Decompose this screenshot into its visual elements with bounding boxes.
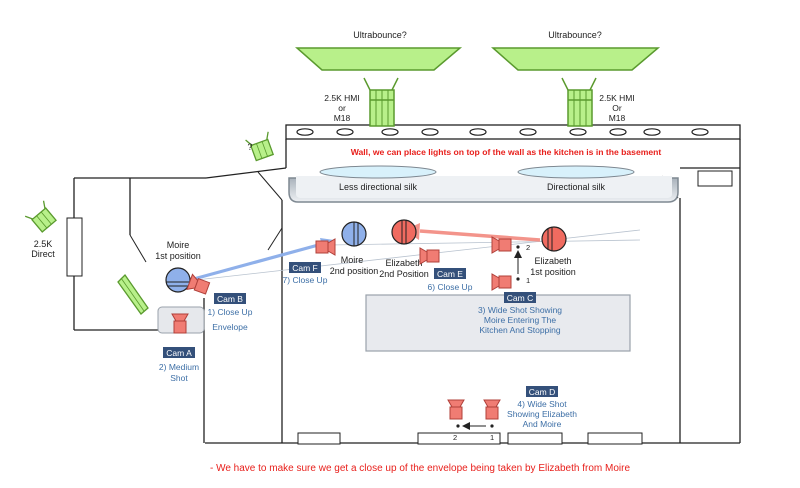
wall-rig-points xyxy=(296,128,709,136)
elizabeth-2nd-position xyxy=(391,219,417,245)
hmi-left-fixture xyxy=(363,77,399,127)
svg-text:Cam D: Cam D xyxy=(529,387,555,397)
silk-label-right: Directional silk xyxy=(547,182,606,192)
hmi-right-fixture xyxy=(561,77,597,127)
cam-c-desc-1: 3) Wide Shot Showing xyxy=(478,305,562,315)
reflector-board xyxy=(117,273,149,315)
wall-blocks xyxy=(66,170,733,445)
cam-b-desc-1: 1) Close Up xyxy=(208,307,253,317)
cam-d-desc-3: And Moire xyxy=(523,419,562,429)
cam-e-desc-1: 6) Close Up xyxy=(428,282,473,292)
hmi-left-label-1: 2.5K HMI xyxy=(324,93,359,103)
walls xyxy=(73,124,741,444)
moire-1st-position xyxy=(165,267,191,293)
cam-a-tag: Cam A xyxy=(163,347,195,358)
ultrabounce-right-label: Ultrabounce? xyxy=(548,30,602,40)
cam-c-mark-1: 1 xyxy=(526,276,530,285)
cam-f-desc-1: 7) Close Up xyxy=(283,275,328,285)
cam-a-desc-2: Shot xyxy=(170,373,188,383)
cam-c-desc-2: Moire Entering The xyxy=(484,315,556,325)
cam-c-1-icon[interactable] xyxy=(491,273,512,291)
ultrabounce-right: Ultrabounce? xyxy=(491,30,661,71)
hmi-right-label-1: 2.5K HMI xyxy=(599,93,634,103)
hmi-right-label-3: M18 xyxy=(609,113,626,123)
cam-d-desc-1: 4) Wide Shot xyxy=(517,399,567,409)
unknown-light-label: ? xyxy=(247,142,252,152)
unknown-light-fixture xyxy=(245,131,275,162)
cam-d-mark-1: 1 xyxy=(490,433,494,442)
elizabeth-2-label-1: Elizabeth xyxy=(385,258,422,268)
moire-move-arrow xyxy=(189,242,323,282)
cam-d-tag: Cam D xyxy=(526,386,558,397)
wall-note: Wall, we can place lights on top of the … xyxy=(351,147,662,157)
ultrabounce-left: Ultrabounce? xyxy=(295,30,463,71)
direct-light-label-2: Direct xyxy=(31,249,55,259)
kitchen-counter xyxy=(365,294,631,352)
cam-b-icon[interactable] xyxy=(186,273,211,296)
cam-f-icon[interactable] xyxy=(315,238,336,256)
elizabeth-1-label-1: Elizabeth xyxy=(534,256,571,266)
cam-c-tag: Cam C xyxy=(504,292,536,303)
cam-d-mark-2: 2 xyxy=(453,433,457,442)
moire-1-label-1: Moire xyxy=(167,240,190,250)
top-wall xyxy=(285,124,741,140)
direct-light-fixture xyxy=(24,200,57,233)
elizabeth-1st-position xyxy=(541,226,567,252)
cam-c-2-icon[interactable] xyxy=(491,236,512,254)
ultrabounce-left-label: Ultrabounce? xyxy=(353,30,407,40)
cam-e-tag: Cam E xyxy=(434,268,466,279)
cam-d-1-icon[interactable] xyxy=(483,399,501,420)
hmi-left-label-2: or xyxy=(338,103,346,113)
cam-c-mark-2: 2 xyxy=(526,243,530,252)
moire-2nd-position xyxy=(341,221,367,247)
cam-a-icon[interactable] xyxy=(171,313,189,334)
silk-frame: Less directional silk Directional silk xyxy=(288,165,679,203)
moire-2-label-1: Moire xyxy=(341,255,364,265)
svg-text:Cam B: Cam B xyxy=(217,294,243,304)
envelope-label: Envelope xyxy=(212,322,248,332)
cam-c-desc-3: Kitchen And Stopping xyxy=(479,325,561,335)
svg-text:Cam F: Cam F xyxy=(292,263,318,273)
bottom-note: - We have to make sure we get a close up… xyxy=(210,463,630,474)
direct-light-label-1: 2.5K xyxy=(34,239,53,249)
hmi-left-label-3: M18 xyxy=(334,113,351,123)
silk-label-left: Less directional silk xyxy=(339,182,418,192)
cam-b-tag: Cam B xyxy=(214,293,246,304)
elizabeth-move-arrow xyxy=(419,229,541,242)
moire-1-label-2: 1st position xyxy=(155,251,201,261)
cam-d-2-icon[interactable] xyxy=(447,399,465,420)
elizabeth-1-label-2: 1st position xyxy=(530,267,576,277)
hmi-right-label-2: Or xyxy=(612,103,622,113)
cam-f-tag: Cam F xyxy=(289,262,321,273)
moire-2-label-2: 2nd position xyxy=(330,266,379,276)
svg-text:Cam A: Cam A xyxy=(166,348,192,358)
cam-d-desc-2: Showing Elizabeth xyxy=(507,409,577,419)
cam-e-icon[interactable] xyxy=(419,247,440,265)
svg-text:Cam E: Cam E xyxy=(437,269,463,279)
cam-a-desc-1: 2) Medium xyxy=(159,362,199,372)
elizabeth-2-label-2: 2nd Position xyxy=(379,269,429,279)
svg-text:Cam C: Cam C xyxy=(507,293,533,303)
